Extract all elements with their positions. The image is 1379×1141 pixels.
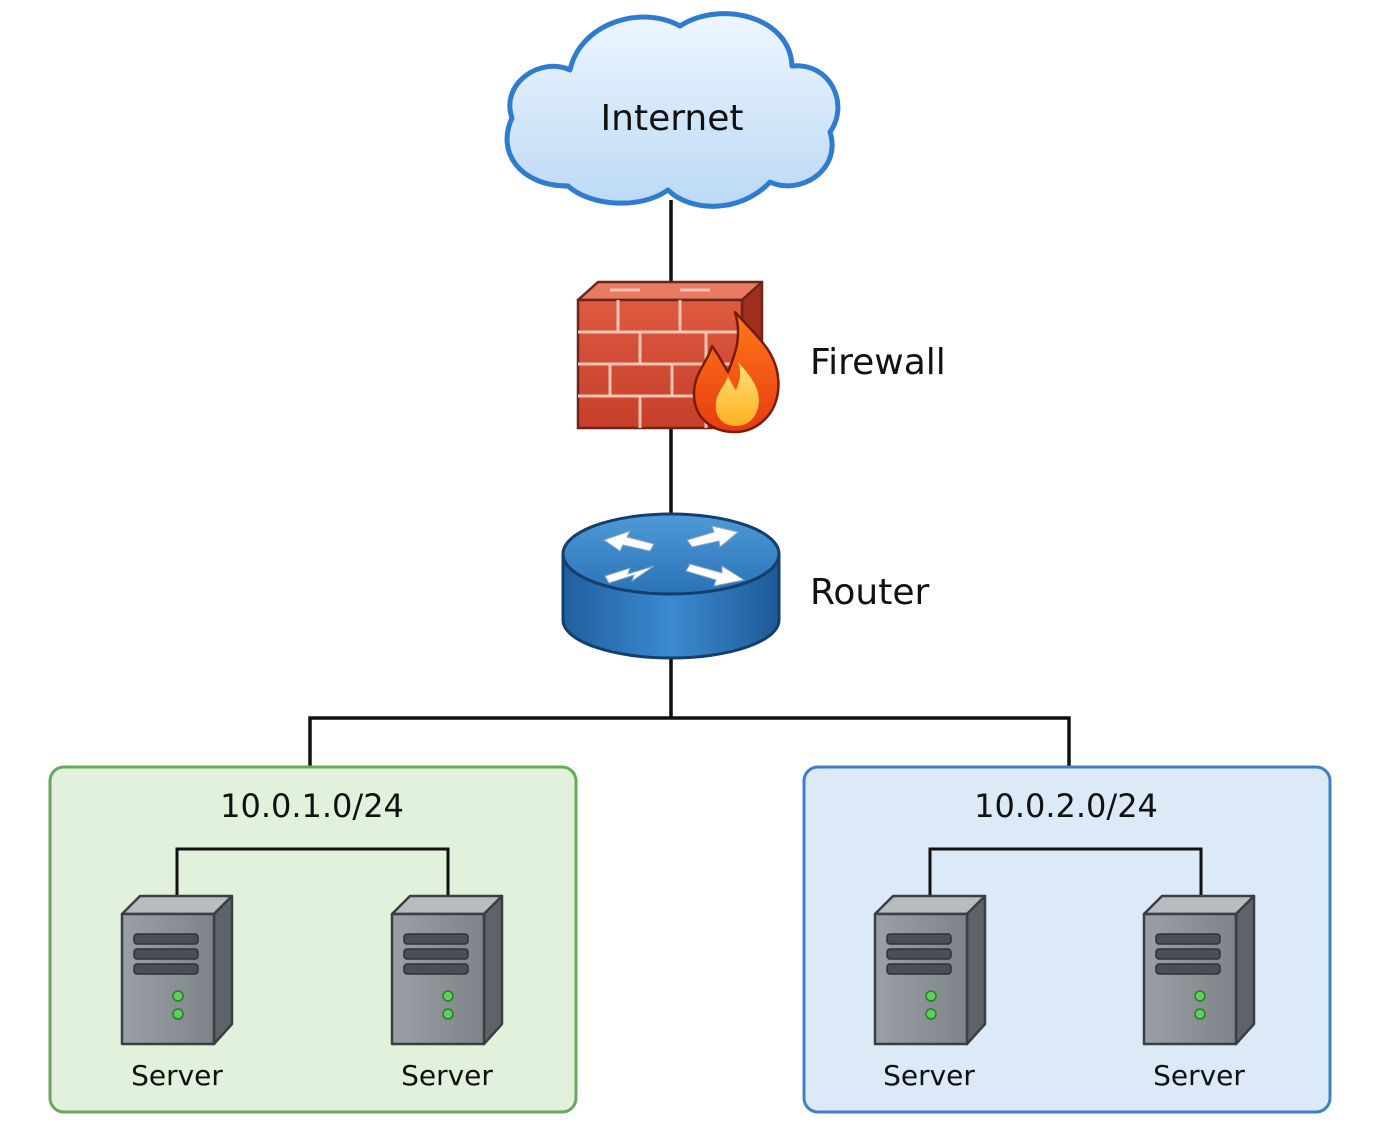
server-icon [390, 894, 504, 1046]
connections [308, 200, 1071, 766]
firewall-icon [576, 280, 780, 434]
server-icon [120, 894, 234, 1046]
subnet-box-1: 10.0.1.0/24 Server Server [48, 765, 578, 1114]
internet-cloud-icon: Internet [504, 11, 841, 209]
link-router-subnet-1 [308, 716, 1071, 766]
server-label: Server [131, 1059, 223, 1092]
subnet-label-2: 10.0.2.0/24 [974, 787, 1158, 825]
subnet-1-link [175, 847, 450, 896]
firewall-label: Firewall [810, 342, 946, 383]
router-icon [561, 512, 781, 660]
flame-icon [692, 310, 780, 434]
subnet-label-1: 10.0.1.0/24 [220, 787, 404, 825]
server-label: Server [883, 1059, 975, 1092]
subnet-2-link [928, 847, 1203, 896]
server-label: Server [1153, 1059, 1245, 1092]
server-icon [1142, 894, 1256, 1046]
router-label: Router [810, 572, 930, 613]
server-icon [873, 894, 987, 1046]
server-label: Server [401, 1059, 493, 1092]
subnet-box-2: 10.0.2.0/24 Server Server [802, 765, 1332, 1114]
internet-label: Internet [601, 98, 744, 139]
router-arrows [602, 525, 746, 587]
